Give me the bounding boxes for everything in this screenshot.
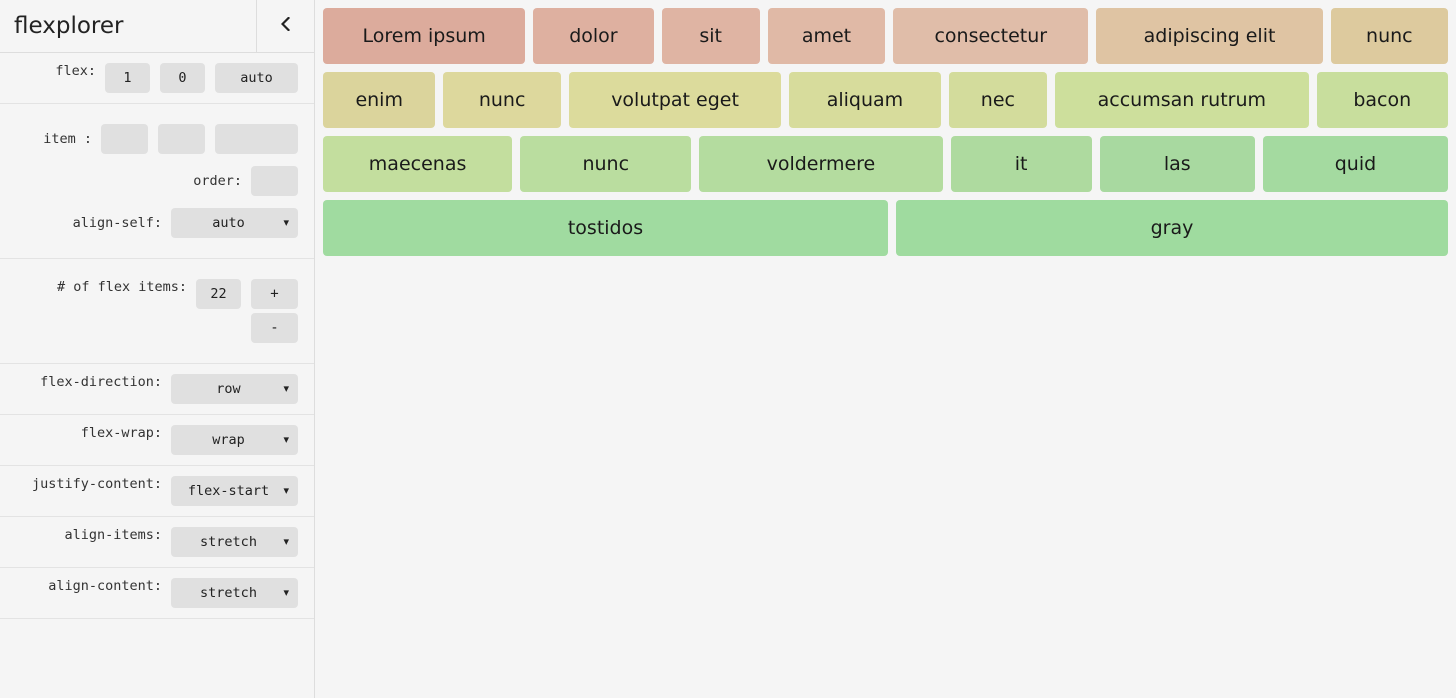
flex-item[interactable]: accumsan rutrum <box>1055 72 1309 128</box>
flex-item[interactable]: maecenas <box>323 136 513 192</box>
item-align-self-line: align-self: auto ▾ <box>0 202 298 244</box>
align-content-select-wrap: stretch ▾ <box>171 578 298 608</box>
flex-item[interactable]: nunc <box>520 136 692 192</box>
justify-content-select-wrap: flex-start ▾ <box>171 476 298 506</box>
flex-item[interactable]: dolor <box>533 8 654 64</box>
flex-direction-select-wrap: row ▾ <box>171 374 298 404</box>
flex-item-label: quid <box>1334 153 1377 175</box>
align-items-select-wrap: stretch ▾ <box>171 527 298 557</box>
flex-item-label: gray <box>1150 217 1194 239</box>
item-field-2[interactable] <box>158 124 205 154</box>
flex-container: Lorem ipsum dolor sit amet consectetur adipis… <box>323 8 1456 264</box>
item-fields-line: item : <box>0 118 298 160</box>
flex-item-label: maecenas <box>368 153 467 175</box>
sidebar: flexplorer flex: item : <box>0 0 315 698</box>
flex-item[interactable]: volutpat eget <box>568 72 782 128</box>
flex-item[interactable]: Lorem ipsum <box>323 8 526 64</box>
flex-item[interactable]: nunc <box>443 72 561 128</box>
flex-item-label: amet <box>801 25 852 47</box>
flex-item[interactable]: gray <box>896 200 1448 256</box>
item-order-line: order: <box>0 160 298 202</box>
flex-wrap-select[interactable]: wrap <box>171 425 298 455</box>
flex-item-stepper: + - <box>251 279 298 343</box>
flex-direction-row: flex-direction: row ▾ <box>0 364 314 415</box>
flex-shrink-input[interactable] <box>160 63 205 93</box>
flex-item-label: Lorem ipsum <box>362 25 486 47</box>
flex-item[interactable]: enim <box>323 72 436 128</box>
flex-direction-label: flex-direction: <box>40 374 162 390</box>
align-content-select[interactable]: stretch <box>171 578 298 608</box>
flex-item-label: voldermere <box>766 153 876 175</box>
order-label: order: <box>193 173 242 189</box>
flex-basis-input[interactable] <box>215 63 298 93</box>
justify-content-label: justify-content: <box>31 476 162 492</box>
increment-button[interactable]: + <box>251 279 298 309</box>
flex-item-count-group: + - <box>196 279 298 343</box>
chevron-left-icon <box>280 16 291 35</box>
item-field-3[interactable] <box>215 124 298 154</box>
flex-item-label: tostidos <box>567 217 644 239</box>
flex-item-label: accumsan rutrum <box>1097 89 1266 111</box>
flex-item[interactable]: amet <box>767 8 886 64</box>
justify-content-select[interactable]: flex-start <box>171 476 298 506</box>
flex-canvas: Lorem ipsum dolor sit amet consectetur adipis… <box>315 0 1456 698</box>
justify-content-row: justify-content: flex-start ▾ <box>0 466 314 517</box>
flex-item[interactable]: sit <box>661 8 760 64</box>
align-items-label: align-items: <box>64 527 162 543</box>
flex-item-label: consectetur <box>934 25 1048 47</box>
sidebar-collapse-button[interactable] <box>256 0 314 52</box>
align-self-label: align-self: <box>72 215 162 231</box>
order-input[interactable] <box>251 166 298 196</box>
flex-wrap-row: flex-wrap: wrap ▾ <box>0 415 314 466</box>
page-title: flexplorer <box>14 13 124 39</box>
align-content-row: align-content: stretch ▾ <box>0 568 314 619</box>
flex-item-label: enim <box>355 89 403 111</box>
flex-item-count-label: # of flex items: <box>56 279 187 295</box>
flex-item[interactable]: it <box>950 136 1092 192</box>
flex-item[interactable]: nunc <box>1330 8 1448 64</box>
flex-item-label: las <box>1163 153 1191 175</box>
item-settings-row: item : order: align-self: auto ▾ <box>0 104 314 259</box>
flex-item-label: nunc <box>582 153 630 175</box>
item-label: item : <box>43 131 92 147</box>
flex-item[interactable]: tostidos <box>323 200 888 256</box>
flex-item-count-row: # of flex items: + - <box>0 259 314 364</box>
flex-label: flex: <box>55 63 96 79</box>
flex-wrap-label: flex-wrap: <box>80 425 162 441</box>
align-self-select-wrap: auto ▾ <box>171 208 298 238</box>
flex-item-label: volutpat eget <box>611 89 739 111</box>
item-field-1[interactable] <box>101 124 148 154</box>
flex-item[interactable]: bacon <box>1316 72 1448 128</box>
sidebar-header: flexplorer <box>0 0 314 53</box>
flex-item-label: aliquam <box>826 89 904 111</box>
flex-item-label: bacon <box>1353 89 1412 111</box>
flex-item[interactable]: las <box>1099 136 1255 192</box>
flex-wrap-select-wrap: wrap ▾ <box>171 425 298 455</box>
flex-item[interactable]: quid <box>1262 136 1449 192</box>
flex-item-label: sit <box>699 25 723 47</box>
flex-grow-input[interactable] <box>105 63 150 93</box>
flex-item[interactable]: aliquam <box>789 72 941 128</box>
flex-item-label: it <box>1014 153 1028 175</box>
flex-item[interactable]: nec <box>948 72 1048 128</box>
flex-item-label: nunc <box>1366 25 1413 47</box>
align-self-select[interactable]: auto <box>171 208 298 238</box>
flex-item-label: dolor <box>569 25 618 47</box>
align-items-row: align-items: stretch ▾ <box>0 517 314 568</box>
flex-direction-select[interactable]: row <box>171 374 298 404</box>
align-content-label: align-content: <box>48 578 162 594</box>
align-items-select[interactable]: stretch <box>171 527 298 557</box>
flex-item-label: nec <box>980 89 1015 111</box>
flex-shorthand-row: flex: <box>0 53 314 104</box>
flex-item-label: adipiscing elit <box>1143 25 1276 47</box>
flex-item[interactable]: adipiscing elit <box>1096 8 1323 64</box>
flex-item[interactable]: consectetur <box>893 8 1089 64</box>
decrement-button[interactable]: - <box>251 313 298 343</box>
flex-item-label: nunc <box>478 89 526 111</box>
flex-item-count-input[interactable] <box>196 279 241 309</box>
flex-item[interactable]: voldermere <box>699 136 943 192</box>
